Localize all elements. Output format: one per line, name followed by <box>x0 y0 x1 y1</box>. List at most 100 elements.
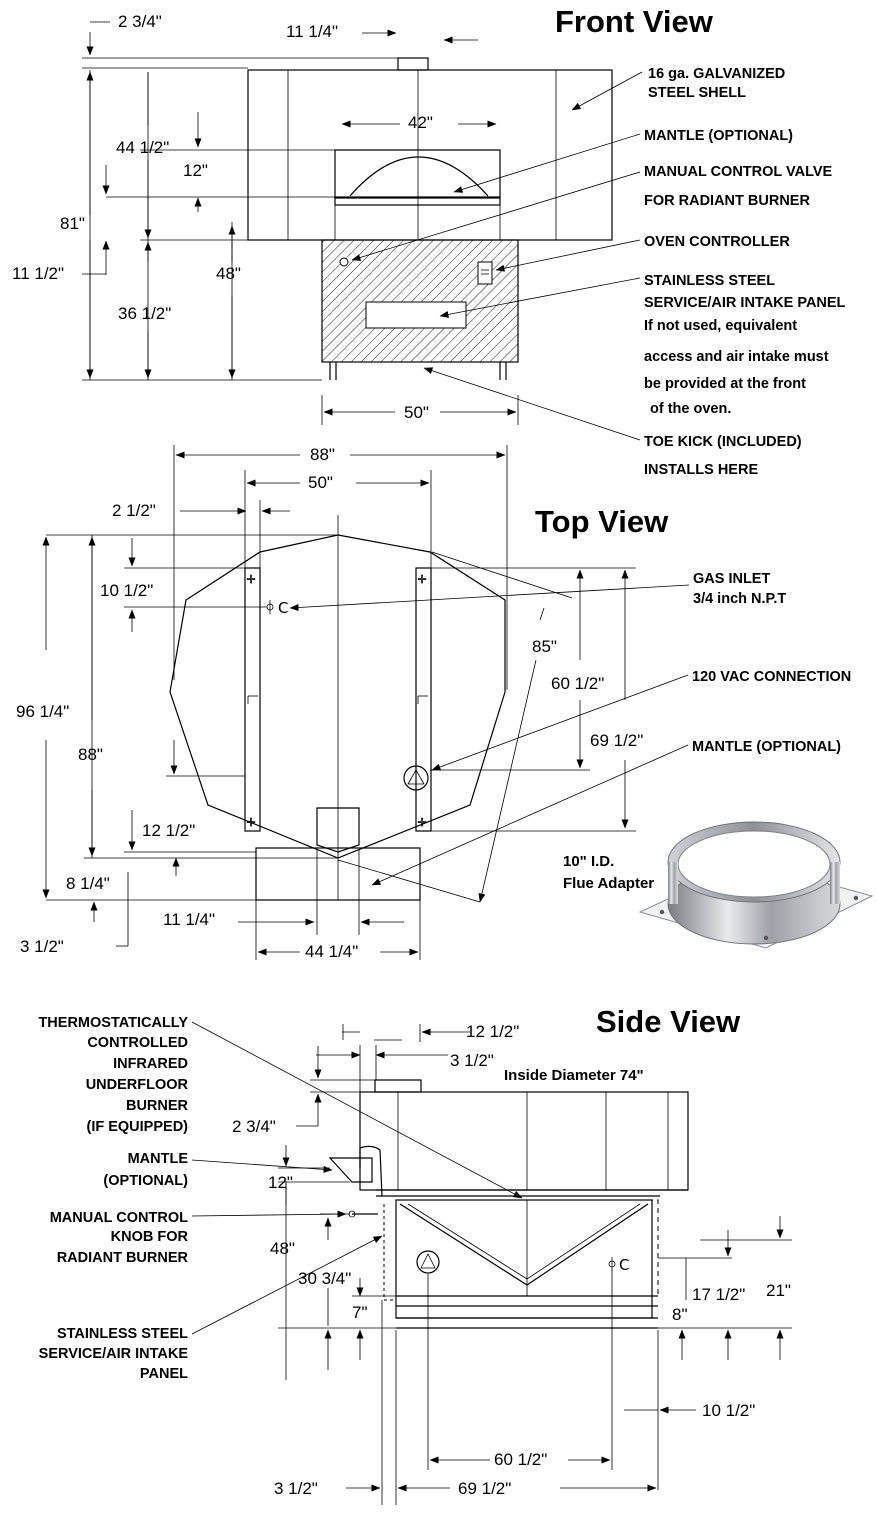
callout-valve-2: FOR RADIANT BURNER <box>644 193 810 209</box>
side-dim-12: 12" <box>268 1173 293 1192</box>
svg-text:+: + <box>246 572 256 586</box>
side-dim-3-1-2-top: 3 1/2" <box>450 1051 494 1070</box>
side-flue-stub <box>374 1079 422 1093</box>
top-view-title: Top View <box>535 504 669 539</box>
svg-text:C: C <box>278 599 288 617</box>
svg-text:MANTLE: MANTLE <box>128 1151 189 1167</box>
flue-adapter-image <box>638 821 874 949</box>
callout-shell-1: 16 ga. GALVANIZED <box>648 66 785 82</box>
top-dim-96-1-4: 96 1/4" <box>16 702 69 721</box>
callout-panel-6: of the oven. <box>650 401 731 417</box>
side-dim-2-3-4: 2 3/4" <box>232 1117 276 1136</box>
front-dim-48: 48" <box>216 264 241 283</box>
front-intake-slot <box>365 301 467 329</box>
side-dim-30-3-4: 30 3/4" <box>298 1269 351 1288</box>
callout-gas-2: 3/4 inch N.P.T <box>693 591 786 607</box>
top-dim-50: 50" <box>308 473 333 492</box>
front-dim-42: 42" <box>408 113 433 132</box>
callout-panel-3: If not used, equivalent <box>644 318 797 334</box>
top-dim-85: 85" <box>532 637 557 656</box>
front-dim-36-1-2: 36 1/2" <box>118 304 171 323</box>
top-dim-88-side: 88" <box>78 745 103 764</box>
top-dim-3-1-2: 3 1/2" <box>20 937 64 956</box>
front-shell <box>247 69 613 241</box>
callout-knob: MANUAL CONTROL KNOB FOR RADIANT BURNER <box>50 1210 189 1266</box>
side-dim-17-1-2: 17 1/2" <box>692 1285 745 1304</box>
top-dim-2-1-2: 2 1/2" <box>112 501 156 520</box>
front-dim-81: 81" <box>60 214 85 233</box>
svg-text:INFRARED: INFRARED <box>113 1056 188 1072</box>
front-view: Front View 2 3/4" 11 1/4" <box>12 4 846 478</box>
callout-panel-2: SERVICE/AIR INTAKE PANEL <box>644 295 846 311</box>
flue-label-2: Flue Adapter <box>563 875 654 892</box>
callout-panel-4: access and air intake must <box>644 349 829 365</box>
callout-mantle-side: MANTLE (OPTIONAL) <box>103 1151 188 1189</box>
callout-controller: OVEN CONTROLLER <box>644 234 790 250</box>
top-rail-left <box>244 567 261 832</box>
callout-panel-side: STAINLESS STEEL SERVICE/AIR INTAKE PANEL <box>39 1326 189 1382</box>
side-120vac-icon <box>416 1250 440 1274</box>
callout-mantle: MANTLE (OPTIONAL) <box>644 128 793 144</box>
side-base <box>395 1199 653 1319</box>
front-controller-box <box>477 261 493 285</box>
side-mantle <box>328 1157 373 1183</box>
inside-diameter: Inside Diameter 74" <box>504 1067 644 1084</box>
side-dim-3-1-2-bottom: 3 1/2" <box>274 1479 318 1498</box>
svg-text:CONTROLLED: CONTROLLED <box>87 1035 188 1051</box>
svg-text:C: C <box>619 1256 629 1274</box>
callout-panel-1: STAINLESS STEEL <box>644 273 775 289</box>
svg-text:MANUAL CONTROL: MANUAL CONTROL <box>50 1210 188 1226</box>
front-flue-stub <box>397 57 429 71</box>
top-dim-60-1-2: 60 1/2" <box>551 674 604 693</box>
front-dim-44-1-2: 44 1/2" <box>116 138 169 157</box>
front-dim-2-3-4: 2 3/4" <box>118 12 162 31</box>
top-oven-outline <box>169 534 506 859</box>
side-view: Side View Inside Diameter 74" C <box>38 1004 792 1505</box>
callout-toe-2: INSTALLS HERE <box>644 462 758 478</box>
svg-text:KNOB FOR: KNOB FOR <box>111 1229 189 1245</box>
front-dim-11-1-4: 11 1/4" <box>286 22 338 41</box>
top-view: Top View 88" 50" 2 1/2" + + + + C <box>16 445 874 961</box>
svg-text:RADIANT BURNER: RADIANT BURNER <box>57 1250 189 1266</box>
front-dim-50: 50" <box>404 403 429 422</box>
side-dim-12-1-2: 12 1/2" <box>466 1022 519 1041</box>
front-view-title: Front View <box>555 4 714 39</box>
svg-text:PANEL: PANEL <box>140 1366 188 1382</box>
callout-panel-5: be provided at the front <box>644 376 806 392</box>
svg-text:+: + <box>246 815 256 829</box>
callout-valve-1: MANUAL CONTROL VALVE <box>644 164 833 180</box>
callout-thermo: THERMOSTATICALLY CONTROLLED INFRARED UND… <box>38 1015 188 1135</box>
top-dim-44-1-4: 44 1/4" <box>305 942 358 961</box>
callout-shell-2: STEEL SHELL <box>648 85 746 101</box>
top-dim-11-1-4: 11 1/4" <box>163 910 215 929</box>
front-mantle <box>334 196 501 206</box>
front-valve-knob <box>339 257 349 267</box>
side-shell <box>359 1091 689 1191</box>
flue-label-1: 10" I.D. <box>563 853 614 870</box>
callout-120vac: 120 VAC CONNECTION <box>692 669 851 685</box>
top-dim-69-1-2: 69 1/2" <box>590 731 643 750</box>
side-dim-8: 8" <box>672 1305 688 1324</box>
side-dim-21: 21" <box>766 1281 791 1300</box>
callout-toe-1: TOE KICK (INCLUDED) <box>644 434 802 450</box>
top-dim-10-1-2: 10 1/2" <box>100 581 153 600</box>
top-dim-8-1-4: 8 1/4" <box>66 874 110 893</box>
top-dim-88: 88" <box>310 445 335 464</box>
svg-text:+: + <box>417 572 427 586</box>
front-dim-11-1-2: 11 1/2" <box>12 264 64 283</box>
top-rail-right <box>415 567 432 832</box>
side-dim-48: 48" <box>270 1239 295 1258</box>
svg-text:BURNER: BURNER <box>126 1098 189 1114</box>
svg-text:SERVICE/AIR INTAKE: SERVICE/AIR INTAKE <box>39 1346 189 1362</box>
svg-text:+: + <box>417 815 427 829</box>
svg-text:(IF EQUIPPED): (IF EQUIPPED) <box>86 1119 188 1135</box>
side-dim-10-1-2: 10 1/2" <box>702 1401 755 1420</box>
svg-text:UNDERFLOOR: UNDERFLOOR <box>86 1077 189 1093</box>
callout-mantle-top: MANTLE (OPTIONAL) <box>692 739 841 755</box>
front-oven-arch <box>349 156 489 197</box>
side-dim-69-1-2: 69 1/2" <box>458 1479 511 1498</box>
side-dim-7: 7" <box>352 1303 368 1322</box>
front-service-panel <box>321 239 519 363</box>
top-120vac-icon <box>403 765 429 791</box>
